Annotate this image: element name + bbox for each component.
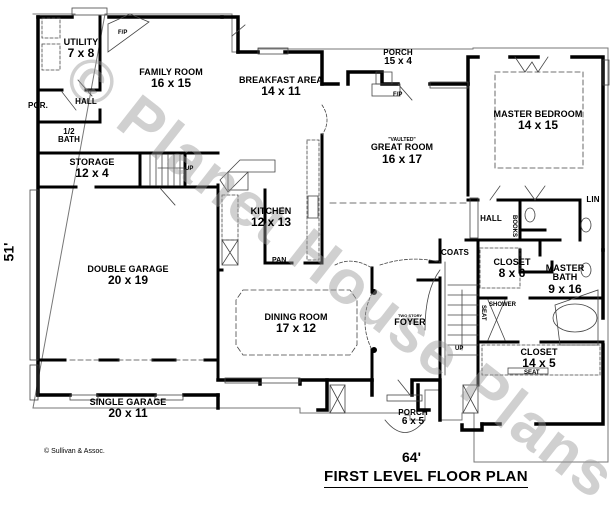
exterior-outline — [32, 13, 609, 463]
depth-dimension: 51' — [0, 242, 17, 262]
room-porch-side: POR. — [28, 101, 48, 110]
room-storage: STORAGE 12 x 4 — [69, 157, 115, 181]
room-dining: DINING ROOM 17 x 12 — [264, 312, 328, 336]
room-hall-right: HALL — [480, 214, 502, 223]
copyright-text: © Sullivan & Assoc. — [44, 448, 105, 455]
seat-horizontal-label: SEAT — [524, 370, 540, 376]
room-linen: LIN — [586, 195, 600, 204]
room-double-garage: DOUBLE GARAGE 20 x 19 — [87, 264, 169, 288]
room-half-bath: 1/2 BATH — [57, 127, 81, 145]
room-coats: COATS — [441, 248, 469, 257]
room-family: FAMILY ROOM 16 x 15 — [139, 67, 203, 91]
plan-title: FIRST LEVEL FLOOR PLAN — [324, 468, 528, 488]
room-kitchen: KITCHEN 12 x 13 — [250, 206, 292, 230]
room-breakfast: BREAKFAST AREA 14 x 11 — [238, 75, 324, 99]
room-closet-large: CLOSET 14 x 5 — [520, 347, 558, 371]
room-hall-left: HALL — [75, 97, 97, 106]
room-utility: UTILITY 7 x 8 — [63, 37, 99, 61]
pantry-label: PAN — [272, 257, 287, 264]
width-dimension: 64' — [402, 449, 421, 465]
books-label: BOOKS — [511, 215, 517, 238]
room-closet-small: CLOSET 8 x 6 — [493, 257, 531, 281]
stairs-up-label: UP — [185, 166, 194, 172]
room-dim: 7 x 8 — [67, 46, 95, 61]
fireplace-great-label: F/P — [393, 92, 403, 98]
fireplace-family-label: F/P — [118, 30, 128, 36]
detail-lines — [29, 7, 610, 433]
shower-label: SHOWER — [489, 302, 516, 308]
room-master-bedroom: MASTER BEDROOM 14 x 15 — [493, 109, 583, 133]
floor-plan-drawing — [29, 7, 610, 463]
foyer-stairs-up-label: UP — [455, 346, 464, 352]
seat-vertical-label: SEAT — [480, 305, 486, 321]
room-great-room: "VAULTED" GREAT ROOM 16 x 17 — [370, 137, 434, 166]
room-foyer: TWO STORY FOYER — [394, 313, 426, 328]
interior-walls — [38, 15, 605, 387]
room-porch-rear: PORCH 15 x 4 — [383, 48, 413, 68]
room-master-bath: MASTER BATH 9 x 16 — [545, 263, 585, 296]
room-porch-front: PORCH 6 x 5 — [398, 408, 428, 428]
room-single-garage: SINGLE GARAGE 20 x 11 — [89, 397, 167, 421]
room-name: UTILITY — [63, 37, 99, 47]
